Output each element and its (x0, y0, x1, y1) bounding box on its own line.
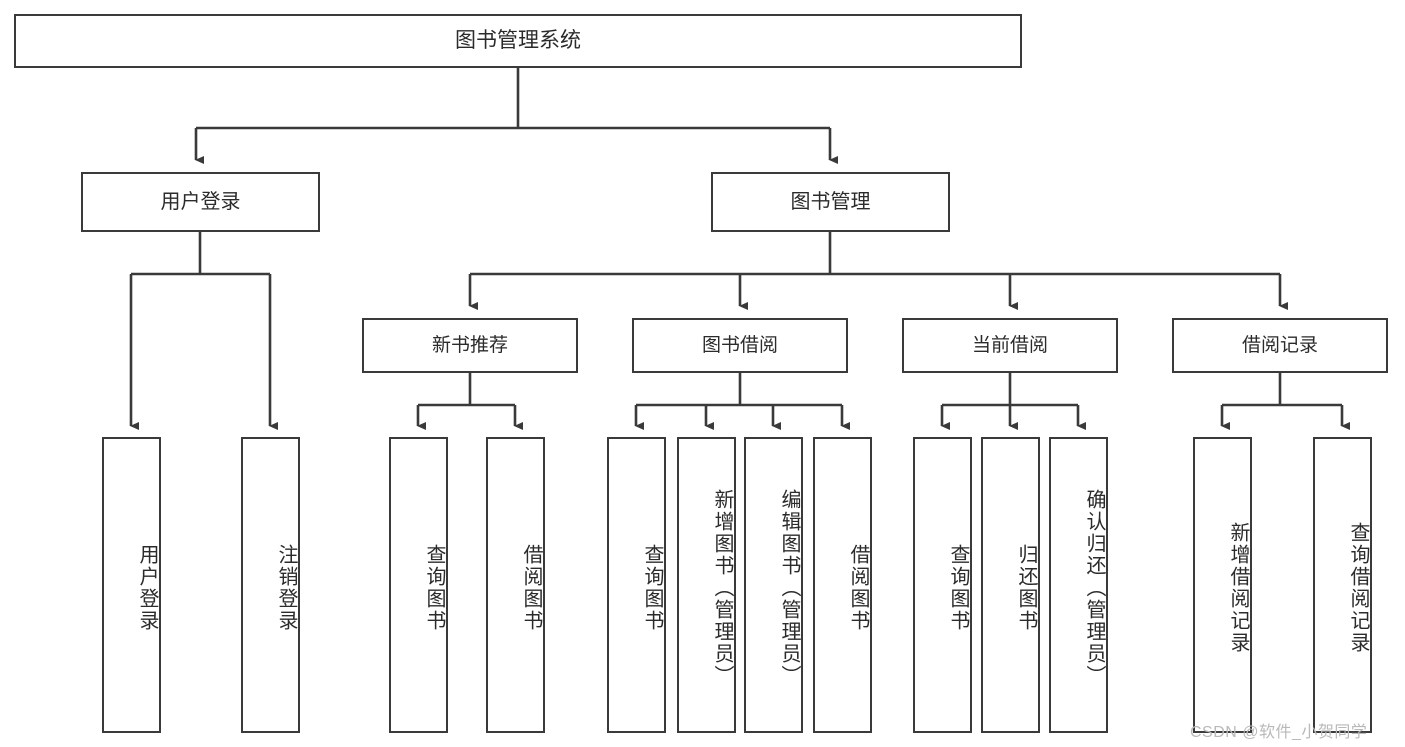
leaf-label: 确认归还（管理员） (1083, 489, 1105, 687)
node-user-login-label: 用户登录 (160, 190, 241, 213)
leaf-label: 查询图书 (947, 544, 969, 632)
leaf-label: 用户登录 (136, 544, 158, 632)
node-book-borrow[interactable]: 图书借阅 (632, 318, 848, 373)
leaf-label: 查询图书 (423, 544, 445, 632)
leaf-label: 注销登录 (275, 544, 297, 632)
node-book-management-label: 图书管理 (790, 190, 871, 213)
leaf-user-login-login[interactable]: 用户登录 (102, 437, 161, 733)
node-new-book-recommend[interactable]: 新书推荐 (362, 318, 578, 373)
node-user-login[interactable]: 用户登录 (81, 172, 320, 232)
leaf-book-borrow-add[interactable]: 新增图书（管理员） (677, 437, 736, 733)
node-new-book-recommend-label: 新书推荐 (431, 334, 508, 356)
leaf-current-borrow-query[interactable]: 查询图书 (913, 437, 972, 733)
leaf-current-borrow-confirm-return[interactable]: 确认归还（管理员） (1049, 437, 1108, 733)
node-book-borrow-label: 图书借阅 (701, 334, 778, 356)
leaf-label: 编辑图书（管理员） (778, 489, 800, 687)
leaf-borrow-record-add[interactable]: 新增借阅记录 (1193, 437, 1252, 733)
node-current-borrow[interactable]: 当前借阅 (902, 318, 1118, 373)
node-borrow-record[interactable]: 借阅记录 (1172, 318, 1388, 373)
leaf-label: 新增借阅记录 (1227, 522, 1249, 654)
leaf-label: 查询借阅记录 (1347, 522, 1369, 654)
leaf-book-borrow-edit[interactable]: 编辑图书（管理员） (744, 437, 803, 733)
leaf-current-borrow-return[interactable]: 归还图书 (981, 437, 1040, 733)
node-borrow-record-label: 借阅记录 (1241, 334, 1318, 356)
leaf-book-borrow-borrow[interactable]: 借阅图书 (813, 437, 872, 733)
leaf-borrow-record-query[interactable]: 查询借阅记录 (1313, 437, 1372, 733)
node-root[interactable]: 图书管理系统 (14, 14, 1022, 68)
leaf-label: 借阅图书 (520, 544, 542, 632)
leaf-book-borrow-query[interactable]: 查询图书 (607, 437, 666, 733)
node-book-management[interactable]: 图书管理 (711, 172, 950, 232)
watermark: CSDN @软件_小贺同学 (1190, 724, 1368, 741)
leaf-label: 查询图书 (641, 544, 663, 632)
node-current-borrow-label: 当前借阅 (971, 334, 1048, 356)
node-root-label: 图书管理系统 (455, 28, 581, 52)
leaf-user-login-logout[interactable]: 注销登录 (241, 437, 300, 733)
leaf-label: 新增图书（管理员） (711, 489, 733, 687)
leaf-label: 归还图书 (1015, 544, 1037, 632)
leaf-new-book-borrow[interactable]: 借阅图书 (486, 437, 545, 733)
leaf-new-book-query[interactable]: 查询图书 (389, 437, 448, 733)
leaf-label: 借阅图书 (847, 544, 869, 632)
